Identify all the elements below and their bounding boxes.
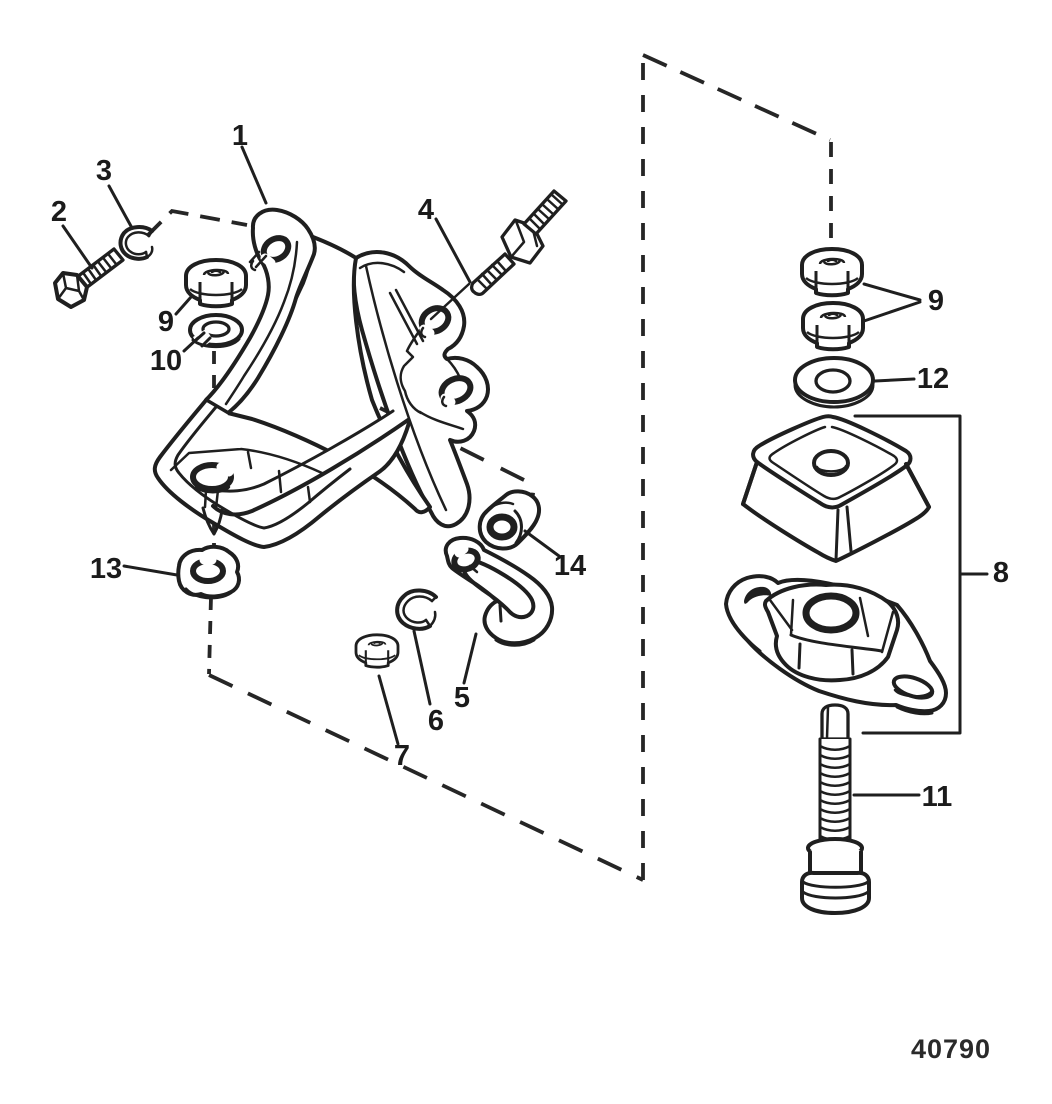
- callout-13: 13: [90, 553, 122, 585]
- callout-10: 10: [150, 345, 182, 377]
- callout-8: 8: [993, 557, 1009, 589]
- alignment-dashed-lines: [145, 53, 833, 882]
- callout-4: 4: [418, 194, 434, 226]
- callout-1: 1: [232, 120, 248, 152]
- anchor-clamp: [443, 535, 555, 647]
- callout-labels: 1 2 3 4 5 6 7 8 9 9 10 11 12 13 14: [51, 120, 1009, 813]
- callout-6: 6: [428, 705, 444, 737]
- engine-mount-bracket: [152, 207, 490, 549]
- callout-14: 14: [554, 550, 586, 582]
- mount-bolt: [800, 703, 871, 915]
- mount-base-flange: [724, 574, 948, 716]
- callout-11: 11: [922, 781, 953, 813]
- hex-nut-left: [184, 258, 248, 309]
- lock-washer-small: [118, 225, 154, 261]
- callout-5: 5: [454, 682, 470, 714]
- split-lock-washer: [188, 313, 244, 349]
- callout-12: 12: [917, 363, 949, 395]
- bushing: [477, 489, 542, 551]
- callout-7: 7: [394, 740, 410, 772]
- hex-nut-small: [354, 633, 400, 669]
- flat-washer: [793, 356, 875, 409]
- hex-bolt: [53, 247, 125, 309]
- hex-nut-right-top: [800, 247, 864, 298]
- assembly-bracket-8: [853, 414, 989, 735]
- tab-washer: [176, 544, 241, 600]
- callout-9-right: 9: [928, 285, 944, 317]
- callout-9-left: 9: [158, 306, 174, 338]
- hex-nut-right-bottom: [801, 301, 865, 352]
- callout-2: 2: [51, 196, 67, 228]
- stud: [469, 189, 568, 297]
- drawing-number: 40790: [911, 1034, 991, 1064]
- lock-washer-medium: [395, 588, 438, 631]
- mount-rubber-block: [741, 414, 931, 563]
- leader-lines: [61, 145, 922, 797]
- callout-3: 3: [96, 155, 112, 187]
